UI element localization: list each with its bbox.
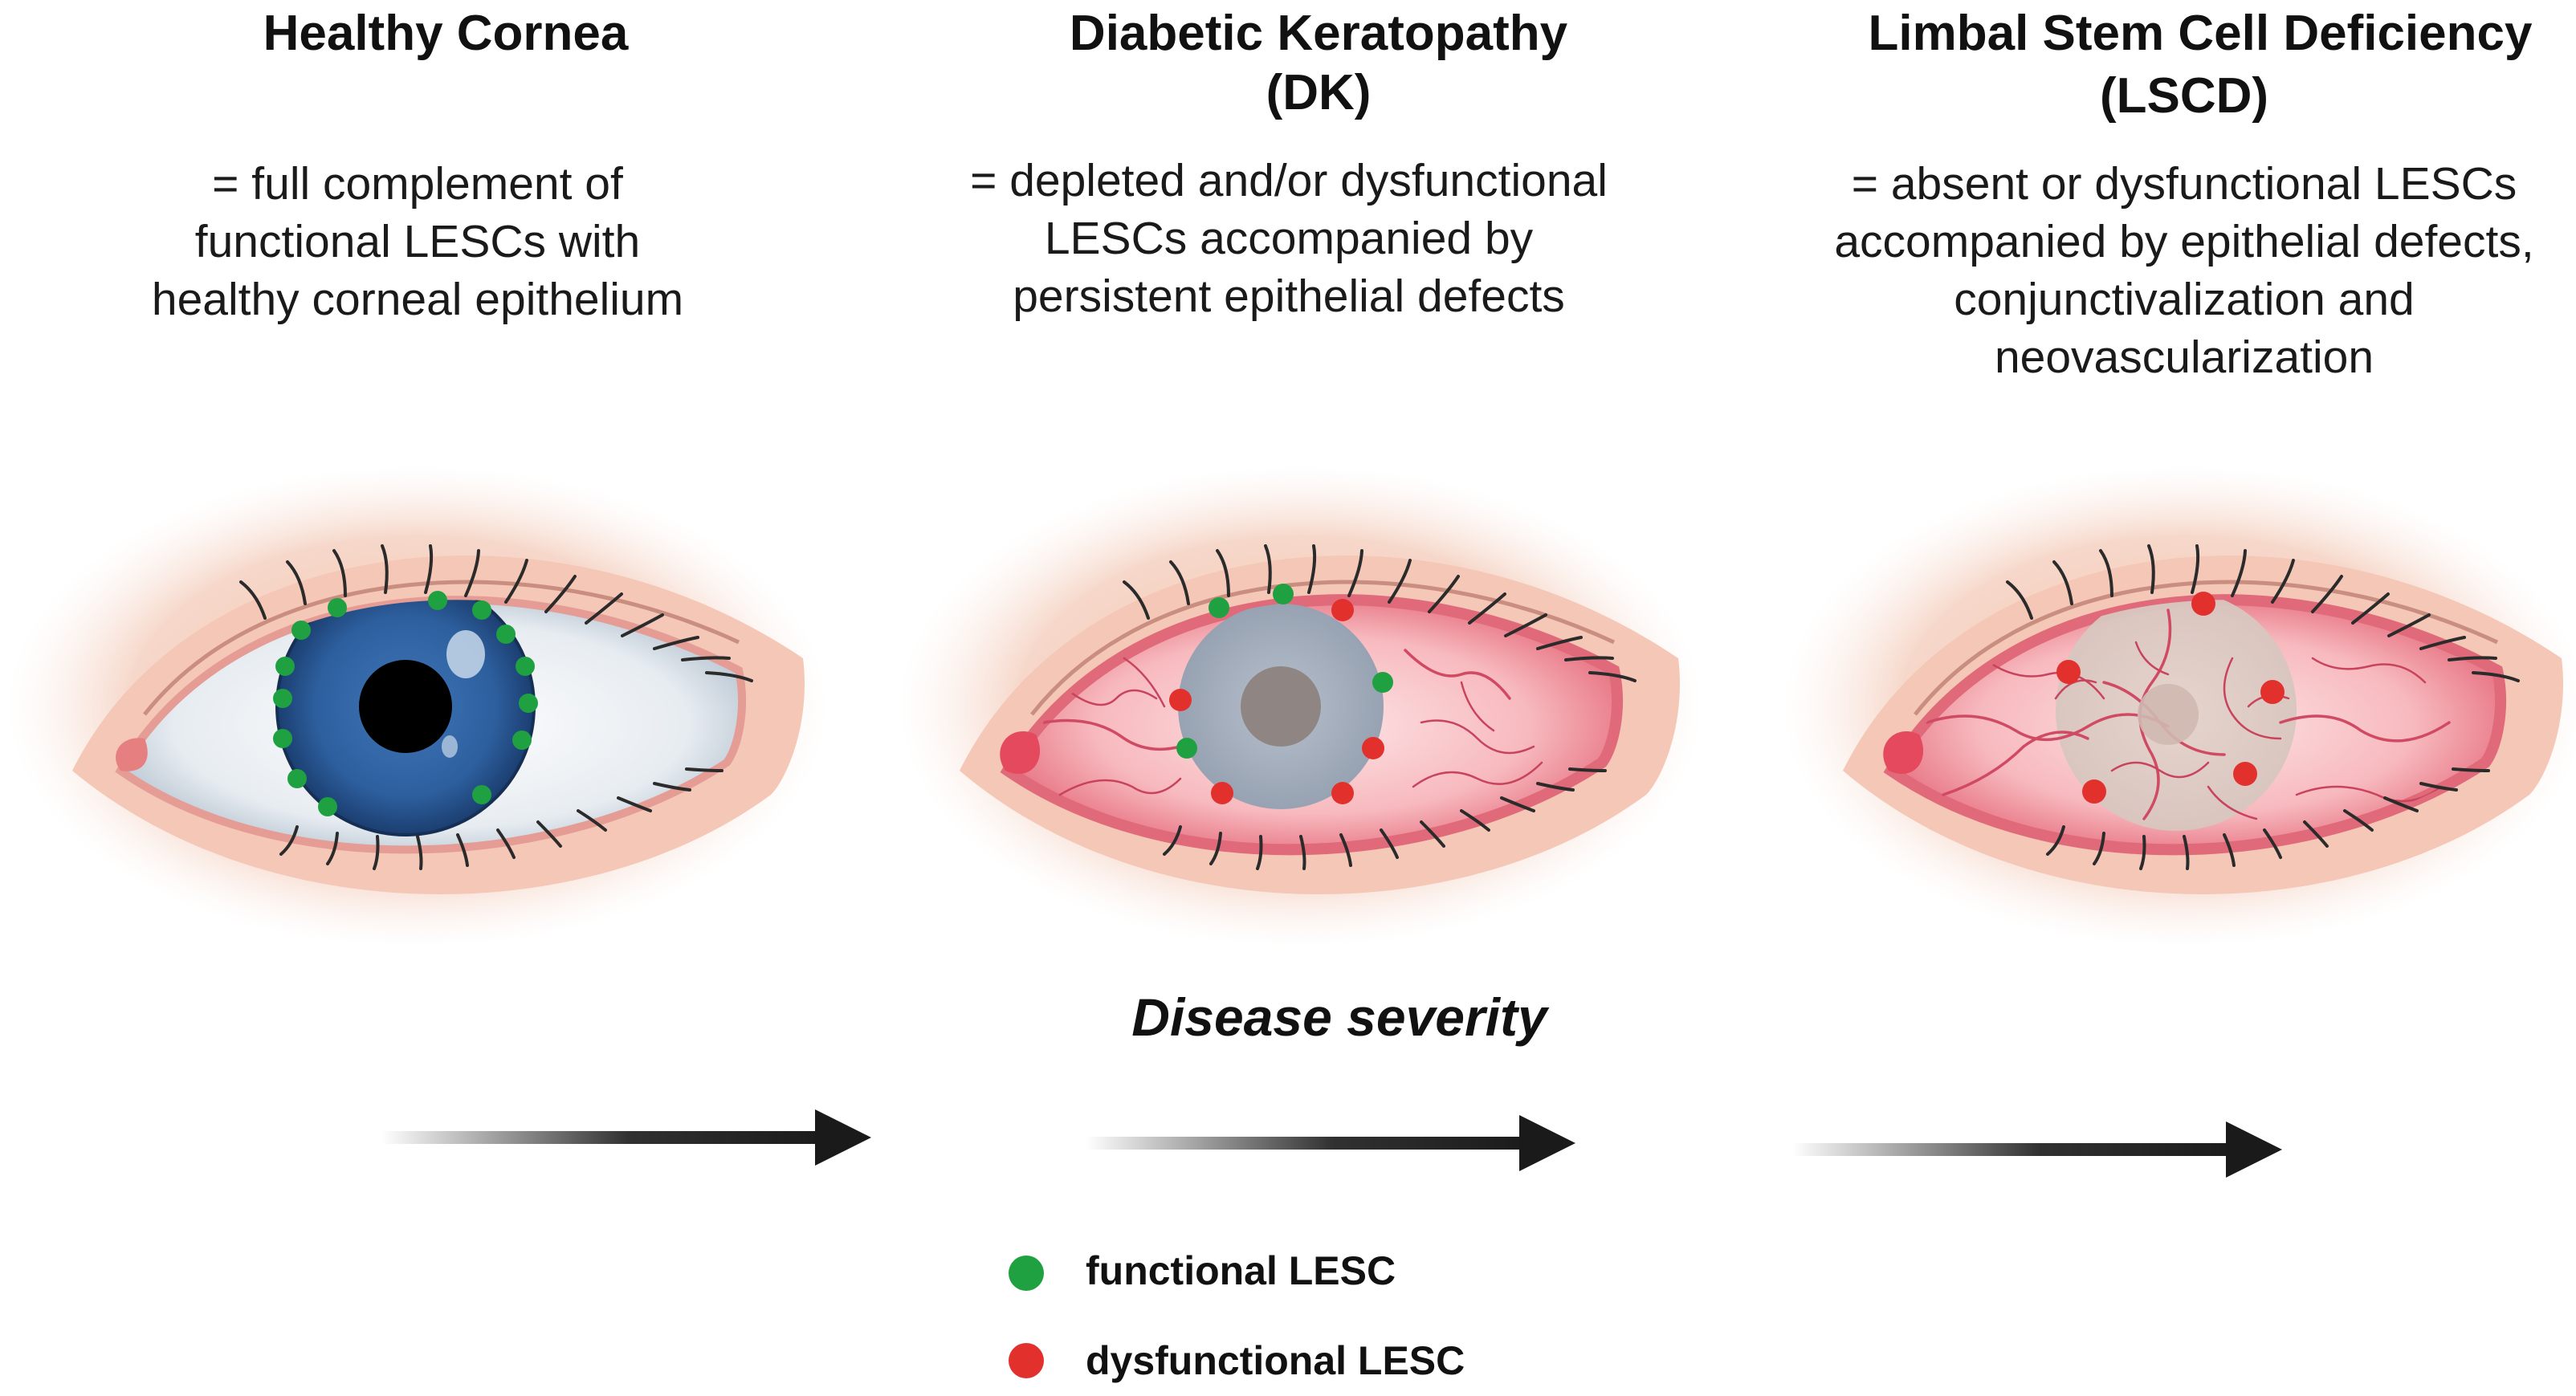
panel-healthy-text: Healthy Cornea = full complement of func… — [152, 6, 683, 325]
diabetic-keratopathy-eye-icon — [899, 466, 1702, 947]
dysfunctional-lesc-dot — [1211, 782, 1233, 804]
panel-description-line: = depleted and/or dysfunctional — [970, 155, 1608, 206]
functional-lesc-dot — [291, 621, 311, 640]
panel-description-line: conjunctivalization and — [1954, 274, 2415, 325]
dysfunctional-lesc-dot — [1331, 599, 1354, 621]
panel-description-line: accompanied by epithelial defects, — [1834, 216, 2533, 267]
functional-lesc-dot — [275, 657, 295, 676]
dysfunctional-lesc-markers — [2056, 592, 2285, 804]
iris-highlight — [446, 630, 485, 678]
functional-lesc-dot — [428, 591, 447, 610]
caruncle — [116, 738, 148, 771]
severity-label: Disease severity — [1131, 987, 1550, 1047]
dysfunctional-lesc-dot — [2082, 779, 2106, 804]
functional-lesc-markers — [273, 591, 538, 816]
panel-description-line: healthy corneal epithelium — [152, 274, 683, 325]
functional-lesc-dot — [328, 598, 347, 617]
severity-arrow-icon — [1792, 1121, 2282, 1178]
dysfunctional-lesc-dot — [1331, 782, 1354, 804]
functional-lesc-dot — [512, 731, 532, 750]
legend: functional LESC dysfunctional LESC — [1009, 1248, 1465, 1383]
dysfunctional-lesc-dot — [2233, 762, 2257, 786]
eyelid-crease — [143, 580, 740, 716]
blood-vessels — [1042, 649, 1543, 796]
functional-lesc-dot — [1209, 597, 1229, 618]
panel-title-abbreviation: (DK) — [1266, 65, 1372, 120]
dysfunctional-lesc-dot — [2191, 592, 2215, 616]
arrow-shaft — [1792, 1143, 2242, 1156]
functional-lesc-dot — [1273, 584, 1294, 604]
functional-lesc-dot — [472, 600, 491, 620]
panel-title-abbreviation: (LSCD) — [2100, 68, 2268, 124]
panel-description-line: = full complement of — [212, 158, 623, 210]
panel-description-line: functional LESCs with — [195, 216, 640, 267]
dysfunctional-lesc-dot — [2260, 680, 2285, 704]
dysfunctional-lesc-dot — [1169, 689, 1192, 711]
functional-lesc-dot — [516, 657, 535, 676]
functional-lesc-dot — [1372, 672, 1393, 693]
lower-eyelashes — [1163, 767, 1607, 870]
arrow-shaft — [381, 1131, 831, 1144]
panel-dk-text: Diabetic Keratopathy (DK) = depleted and… — [970, 6, 1608, 322]
panel-title: Healthy Cornea — [263, 6, 629, 61]
eyelid-crease — [1030, 580, 1616, 716]
lesc-markers — [1169, 584, 1393, 804]
dysfunctional-lesc-dot — [2056, 660, 2081, 684]
opacity-center — [2138, 684, 2199, 745]
legend-functional-label: functional LESC — [1086, 1248, 1396, 1293]
lower-eyelashes — [2046, 767, 2490, 870]
caruncle — [1883, 731, 1924, 774]
panel-description-line: neovascularization — [1995, 332, 2374, 383]
arrow-shaft — [1086, 1137, 1535, 1150]
panel-title: Diabetic Keratopathy — [1070, 6, 1568, 61]
arrow-head — [815, 1109, 871, 1166]
severity-arrow-icon — [381, 1109, 871, 1166]
eyelid-crease — [1914, 580, 2499, 716]
healthy-eye-icon — [8, 466, 827, 947]
arrow-head — [2226, 1121, 2282, 1178]
iris-highlight — [442, 735, 458, 758]
panel-description-line: = absent or dysfunctional LESCs — [1852, 158, 2517, 210]
pupil — [1241, 666, 1321, 747]
severity-arrow-icon — [1086, 1115, 1575, 1171]
functional-lesc-dot — [1176, 738, 1197, 759]
pupil — [359, 660, 452, 753]
legend-dysfunctional-label: dysfunctional LESC — [1086, 1338, 1465, 1383]
panel-lscd-text: Limbal Stem Cell Deficiency (LSCD) = abs… — [1834, 6, 2533, 383]
panel-description-line: LESCs accompanied by — [1045, 213, 1534, 264]
dysfunctional-lesc-dot — [1362, 737, 1384, 759]
lower-eyelashes — [279, 767, 723, 870]
caruncle — [1000, 731, 1041, 774]
panel-description-line: persistent epithelial defects — [1013, 271, 1565, 322]
upper-eyelashes — [239, 544, 753, 682]
functional-lesc-dot — [287, 769, 307, 788]
upper-eyelashes — [1123, 544, 1636, 682]
dysfunctional-lesc-legend-icon — [1009, 1343, 1044, 1378]
upper-eyelashes — [2006, 544, 2520, 682]
lscd-eye-icon — [1783, 466, 2576, 947]
functional-lesc-dot — [273, 729, 292, 748]
functional-lesc-dot — [519, 694, 538, 713]
functional-lesc-dot — [496, 625, 516, 644]
functional-lesc-dot — [472, 785, 491, 804]
arrow-head — [1519, 1115, 1575, 1171]
functional-lesc-dot — [318, 797, 337, 816]
functional-lesc-legend-icon — [1009, 1256, 1044, 1291]
functional-lesc-dot — [273, 689, 292, 708]
panel-title: Limbal Stem Cell Deficiency — [1869, 6, 2533, 61]
